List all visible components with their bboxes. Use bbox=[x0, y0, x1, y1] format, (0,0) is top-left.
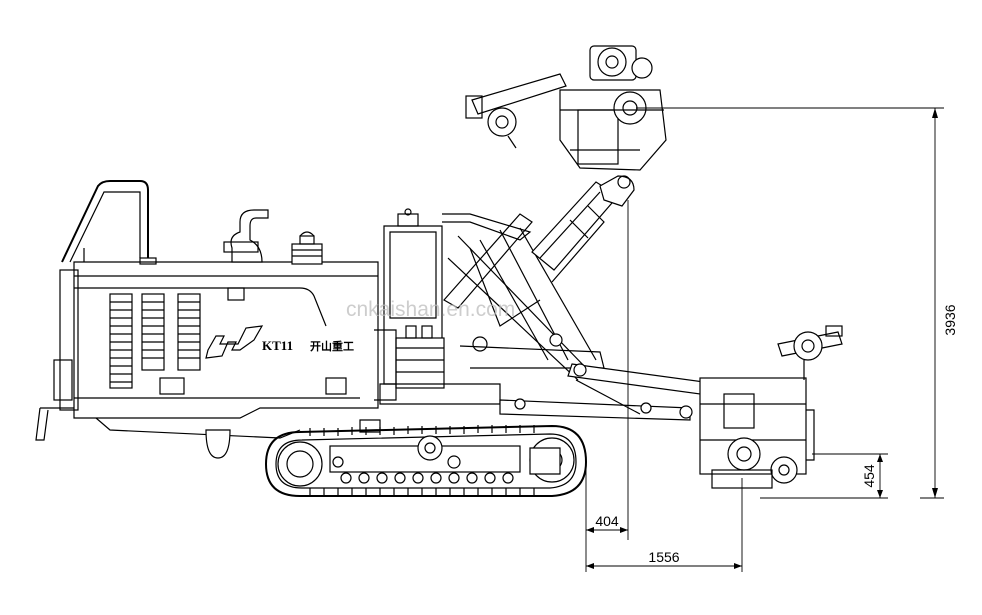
dimension-offset-large: 1556 bbox=[586, 478, 743, 572]
upper-boom-arm bbox=[531, 175, 635, 283]
front-drill-head bbox=[699, 325, 843, 489]
lower-boom-cylinders bbox=[499, 363, 705, 421]
grill-right bbox=[177, 293, 201, 371]
control-valve-block bbox=[374, 325, 501, 405]
dimension-offset-small: 404 bbox=[585, 200, 629, 572]
grill-middle bbox=[141, 293, 165, 371]
rear-handrail bbox=[61, 180, 149, 263]
dimension-label-454: 454 bbox=[861, 464, 877, 488]
brand-logo bbox=[205, 325, 264, 359]
air-filter bbox=[291, 231, 323, 265]
track-shoes bbox=[309, 425, 535, 496]
engine-housing: KT11 开山重工 bbox=[35, 261, 379, 459]
dimension-label-404: 404 bbox=[595, 513, 619, 529]
exhaust-pipe bbox=[223, 209, 269, 263]
grill-left bbox=[109, 293, 133, 389]
crawler-track bbox=[264, 419, 588, 497]
dimension-height-total: 3936 bbox=[636, 107, 958, 499]
watermark: cnkaishan.en.com bbox=[346, 298, 515, 321]
dimension-label-1556: 1556 bbox=[648, 549, 679, 565]
boom-frame bbox=[443, 213, 605, 381]
dimension-height-bottom: 454 bbox=[760, 453, 888, 499]
brand-label: 开山重工 bbox=[310, 339, 354, 353]
model-label: KT11 bbox=[262, 338, 293, 353]
top-drill-head bbox=[465, 45, 667, 171]
dimension-label-3936: 3936 bbox=[942, 304, 958, 335]
